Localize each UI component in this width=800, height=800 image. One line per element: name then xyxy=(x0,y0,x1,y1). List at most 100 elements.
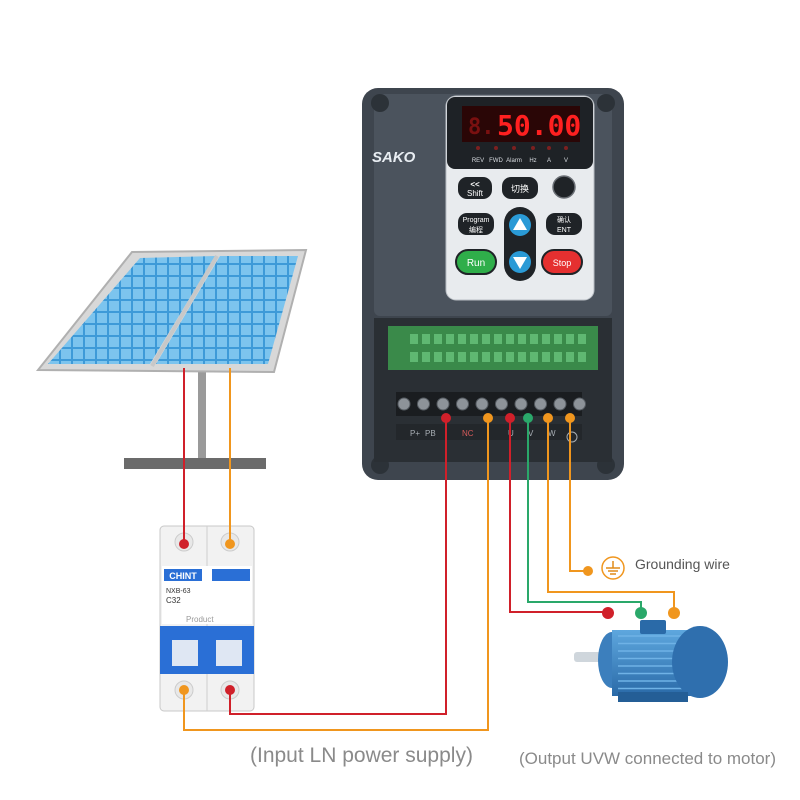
control-terminal xyxy=(578,352,586,362)
control-terminal xyxy=(482,334,490,344)
breaker-watermark: Product xyxy=(186,615,214,624)
breaker-brand: CHINT xyxy=(169,571,197,581)
indicator-v: V xyxy=(564,158,568,164)
breaker-model: NXB-63 xyxy=(166,588,191,595)
program-label: Program xyxy=(463,217,490,224)
terminal-label-w: W xyxy=(548,429,556,438)
indicator-rev: REV xyxy=(472,158,484,164)
panel-right-cells xyxy=(156,256,298,364)
mounting-bar xyxy=(124,458,266,469)
control-terminal xyxy=(506,352,514,362)
stop-label: Stop xyxy=(553,258,572,268)
indicator-a: A xyxy=(547,158,551,164)
panel-pole xyxy=(198,365,206,465)
display-reading: 50.00 xyxy=(497,109,581,142)
inverter: SAKO 8. 50.00 REV FWD Alarm Hz A V << Sh… xyxy=(362,88,624,480)
switch-label: 切换 xyxy=(511,183,529,194)
shift-label: Shift xyxy=(467,189,484,198)
control-terminal xyxy=(578,334,586,344)
terminal-label-p-plus: P+ xyxy=(410,429,420,438)
control-terminal xyxy=(530,334,538,344)
power-terminal-screw xyxy=(397,397,411,411)
power-terminal-screw xyxy=(573,397,586,411)
switch-button[interactable]: 切换 xyxy=(502,177,538,199)
control-terminal xyxy=(446,334,454,344)
ent-button[interactable]: 确认 ENT xyxy=(546,213,582,235)
power-terminal-strip xyxy=(397,397,586,411)
control-terminal xyxy=(458,352,466,362)
control-terminal xyxy=(470,334,478,344)
confirm-label: 确认 xyxy=(557,215,571,224)
run-button[interactable]: Run xyxy=(455,249,497,275)
power-terminal-screw xyxy=(534,397,547,411)
control-terminal xyxy=(506,334,514,344)
control-terminal-strip xyxy=(410,334,586,362)
power-terminal-screw xyxy=(417,397,430,411)
control-terminal xyxy=(494,334,502,344)
control-terminal xyxy=(494,352,502,362)
panel-left-cells xyxy=(48,256,215,364)
ground-wire xyxy=(569,418,586,572)
potentiometer-knob[interactable] xyxy=(552,175,576,199)
terminal-label-pb: PB xyxy=(425,429,436,438)
control-terminal xyxy=(542,352,550,362)
control-terminal xyxy=(458,334,466,344)
control-terminal xyxy=(566,352,574,362)
indicator-alarm: Alarm xyxy=(506,158,522,164)
power-terminal-screw xyxy=(456,397,469,411)
output-wire-u xyxy=(509,418,608,613)
indicator-row: REV FWD Alarm Hz A V xyxy=(472,146,568,164)
shift-button[interactable]: << Shift xyxy=(458,177,492,199)
power-terminal-screw xyxy=(495,397,508,411)
program-button[interactable]: Program 编程 xyxy=(458,213,494,235)
control-terminal xyxy=(434,334,442,344)
terminal-label-v: V xyxy=(528,429,534,438)
control-terminal xyxy=(518,352,526,362)
up-arrow-icon xyxy=(513,218,527,230)
output-caption: (Output UVW connected to motor) xyxy=(519,749,776,768)
up-arrow-button[interactable] xyxy=(509,214,531,236)
power-terminal-screw xyxy=(553,397,567,411)
input-wire-n xyxy=(229,418,447,715)
ground-terminal-icon xyxy=(566,431,578,443)
control-terminal xyxy=(554,334,562,344)
control-terminal xyxy=(542,334,550,344)
ground-icon xyxy=(601,556,625,580)
circuit-breaker: CHINT NXB-63 C32 Product xyxy=(159,525,255,712)
brand-logo: SAKO xyxy=(372,149,416,166)
indicator-fwd: FWD xyxy=(489,158,503,164)
run-label: Run xyxy=(467,258,485,269)
control-terminal xyxy=(482,352,490,362)
control-terminal xyxy=(446,352,454,362)
program-cn-label: 编程 xyxy=(469,225,483,234)
input-wire-l xyxy=(183,418,489,731)
breaker-switch-right[interactable] xyxy=(216,640,242,666)
input-caption: (Input LN power supply) xyxy=(250,744,473,767)
grounding-wire-label: Grounding wire xyxy=(635,556,730,572)
control-terminal xyxy=(422,352,430,362)
control-terminal xyxy=(410,352,418,362)
indicator-hz: Hz xyxy=(529,158,536,164)
control-terminal xyxy=(410,334,418,344)
wires xyxy=(183,368,675,731)
control-terminal xyxy=(470,352,478,362)
terminal-label-nc: NC xyxy=(462,429,474,438)
solar-panel xyxy=(35,248,308,469)
shift-arrows: << xyxy=(470,180,480,189)
output-wire-w xyxy=(547,418,675,612)
wire-terminals xyxy=(179,413,680,695)
breaker-switch-left[interactable] xyxy=(172,640,198,666)
ent-label: ENT xyxy=(557,227,572,234)
power-terminal-screw xyxy=(436,397,450,411)
electric-motor xyxy=(574,620,728,702)
control-terminal xyxy=(434,352,442,362)
control-terminal xyxy=(554,352,562,362)
stop-button[interactable]: Stop xyxy=(541,249,583,275)
display-prefix: 8. xyxy=(468,115,495,140)
power-terminal-screw xyxy=(514,397,528,411)
breaker-rating: C32 xyxy=(166,596,181,605)
control-terminal xyxy=(422,334,430,344)
control-terminal xyxy=(518,334,526,344)
down-arrow-button[interactable] xyxy=(509,251,531,273)
